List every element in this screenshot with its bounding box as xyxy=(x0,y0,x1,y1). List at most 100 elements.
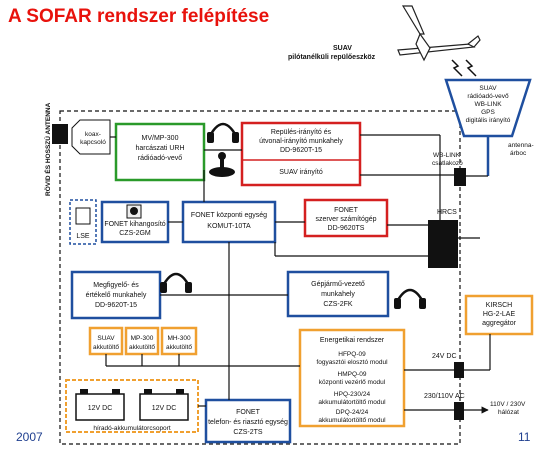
mast-line-4: GPS xyxy=(481,109,495,116)
mast-label-2: árboc xyxy=(510,150,527,157)
hrcs-block xyxy=(428,220,458,268)
energy-module-2-line-1: HMPQ-09 xyxy=(338,371,367,378)
charger-mp300-line-1: MP-300 xyxy=(131,335,154,342)
energy-system-title: Energetikai rendszer xyxy=(320,337,385,344)
driver-line-3: CZS-2FK xyxy=(323,301,353,308)
flight-control-box xyxy=(240,121,362,187)
kirsch-box xyxy=(464,294,534,336)
observer-line-2: értékelő munkahely xyxy=(86,292,147,299)
wblink-line-2: csatlakozó xyxy=(432,160,463,167)
phone-unit-line-3: CZS-2TS xyxy=(233,429,263,436)
speaker-icon xyxy=(126,204,142,219)
mast-line-5: digitális irányító xyxy=(466,117,511,124)
speaker-line-1: FONET kihangosító xyxy=(104,221,165,228)
wblink-connector xyxy=(454,168,466,186)
ac-out-line-2: hálózat xyxy=(498,409,519,416)
charger-mp300: MP-300 akkutöltő xyxy=(124,326,160,356)
ac-connector xyxy=(454,402,464,420)
observer-line-1: Megfigyelő- és xyxy=(93,282,139,289)
phone-unit-box xyxy=(204,398,292,444)
lse-box xyxy=(69,199,97,245)
driver-box xyxy=(286,270,390,318)
vhf-radio-line-3: rádióadó-vevő xyxy=(138,155,182,162)
speaker-line-2: CZS-2GM xyxy=(119,230,151,237)
dc24-connector xyxy=(454,362,464,378)
phone-unit-line-1: FONET xyxy=(236,409,260,416)
flight-control-line-1: Repülés-irányító és xyxy=(271,129,332,136)
lse-label: LSE xyxy=(76,233,90,240)
charger-suav: SUAV akkutöltő xyxy=(88,326,124,356)
antenna-side-label: RÖVID ÉS HOSSZÚ ANTENNA xyxy=(43,102,52,196)
observer-line-3: DD-9620T-15 xyxy=(95,302,137,309)
aircraft-label-1: SUAV xyxy=(333,45,352,52)
kirsch-line-3: aggregátor xyxy=(482,320,517,327)
phone-unit-line-2: telefon- és riasztó egység xyxy=(208,419,288,426)
kirsch-line-1: KIRSCH xyxy=(486,302,512,309)
server-line-1: FONET xyxy=(334,207,358,214)
hrcs-label: HRCS xyxy=(437,209,457,216)
suav-controller-label: SUAV irányító xyxy=(279,169,323,176)
battery-2-label: 12V DC xyxy=(152,405,177,412)
coax-line-1: koax- xyxy=(85,131,101,138)
charger-mh300-line-1: MH-300 xyxy=(167,335,191,342)
energy-module-3-line-1: HPQ-230/24 xyxy=(334,391,371,398)
battery-1-label: 12V DC xyxy=(88,405,113,412)
ac-out-line-1: 110V / 230V xyxy=(490,401,526,408)
charger-mh300: MH-300 akkutöltő xyxy=(160,326,198,356)
server-line-3: DD-9620TS xyxy=(328,225,365,232)
ac-in-label: 230/110V AC xyxy=(424,393,465,400)
mast-line-1: SUAV xyxy=(479,85,497,92)
vhf-radio-line-2: harcászati URH xyxy=(135,145,184,152)
driver-line-1: Gépjármű-vezető xyxy=(311,281,365,288)
central-unit-line-1: FONET központi egység xyxy=(191,212,267,219)
connection-lines xyxy=(105,134,491,411)
energy-module-3-line-2: akkumulátortöltő modul xyxy=(318,399,386,406)
mast-line-3: WB-LINK xyxy=(474,101,502,108)
radio-signal-icon xyxy=(451,59,477,77)
battery-2: 12V DC xyxy=(139,389,189,421)
coax-switch-box xyxy=(71,119,111,155)
driver-headset-icon xyxy=(394,288,426,309)
energy-module-list: HFPQ-09 fogyasztói elosztó modul HMPQ-09… xyxy=(316,351,388,424)
server-line-2: szerver számítógép xyxy=(315,216,376,223)
headset-icon xyxy=(207,122,239,143)
battery-1: 12V DC xyxy=(75,389,125,421)
observer-box xyxy=(70,270,162,320)
energy-module-1-line-2: fogyasztói elosztó modul xyxy=(316,359,388,366)
joystick-icon xyxy=(209,152,235,177)
year-label: 2007 xyxy=(16,430,43,444)
charger-suav-line-2: akkutöltő xyxy=(93,344,119,351)
kirsch-line-2: HG-2-LAE xyxy=(483,311,516,318)
energy-module-4-line-2: akkumulátortöltő modul xyxy=(318,417,386,424)
battery-group-caption: híradó-akkumulátorcsoport xyxy=(93,425,171,432)
coax-antenna-connector xyxy=(52,124,68,144)
energy-module-1-line-1: HFPQ-09 xyxy=(338,351,366,358)
coax-line-2: kapcsoló xyxy=(80,139,106,146)
dc24-label: 24V DC xyxy=(432,353,457,360)
flight-control-line-2: útvonal-irányító munkahely xyxy=(259,138,343,145)
page-number: 11 xyxy=(518,430,531,444)
central-unit-box xyxy=(181,200,277,244)
aircraft-label-2: pilótanélküli repülőeszköz xyxy=(288,54,376,61)
charger-suav-line-1: SUAV xyxy=(97,335,115,342)
shelter-boundary xyxy=(59,110,461,445)
vhf-radio-box xyxy=(114,122,206,182)
mast-text: SUAV rádióadó-vevő WB-LINK GPS digitális… xyxy=(466,85,511,124)
mast-line-2: rádióadó-vevő xyxy=(467,93,509,100)
lse-device-icon xyxy=(75,207,91,225)
uav-aircraft-icon xyxy=(397,5,481,62)
energy-module-2-line-2: központi vezérlő modul xyxy=(319,379,386,386)
mast-label-1: antenna- xyxy=(508,142,534,149)
wblink-line-1: WB-LINK xyxy=(433,152,461,159)
server-box xyxy=(303,198,389,238)
central-unit-line-2: KOMUT-10TA xyxy=(207,223,251,230)
charger-mp300-line-2: akkutöltő xyxy=(129,344,155,351)
flight-control-line-3: DD-9620T-15 xyxy=(280,147,322,154)
observer-headset-icon xyxy=(160,272,192,293)
charger-mh300-line-2: akkutöltő xyxy=(166,344,192,351)
energy-system-box xyxy=(298,328,406,428)
vhf-radio-line-1: MV/MP-300 xyxy=(142,135,179,142)
driver-line-2: munkahely xyxy=(321,291,355,298)
energy-module-4-line-1: DPQ-24/24 xyxy=(336,409,369,416)
